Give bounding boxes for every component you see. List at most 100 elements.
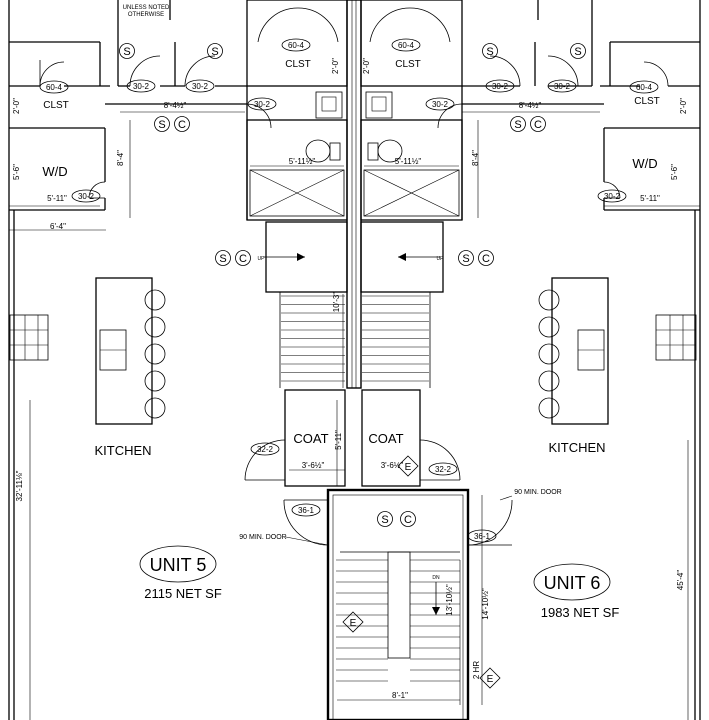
callouts: 90 MIN. DOOR 90 MIN. DOOR [239, 489, 562, 546]
co-symbol-8: C [482, 253, 490, 265]
unit-5-label: UNIT 5 2115 NET SF [139, 545, 222, 601]
smoke-symbol-8: S [462, 253, 469, 265]
dim-8-4h-right: 8'-4½" [519, 101, 542, 110]
dim-3-6h-right: 3'-6½" [381, 461, 404, 470]
dim-10-3: 10'-3" [332, 292, 341, 313]
coat-closets [244, 389, 461, 487]
dim-5-11-coat: 5'-11" [334, 430, 343, 450]
co-symbol-6: C [534, 119, 542, 131]
door-tag-clst-left: 60-4 [46, 83, 63, 92]
door-tag-1: 30-2 [133, 82, 150, 91]
co-symbol-3: C [178, 119, 186, 131]
dim-45-4: 45'-4" [676, 570, 685, 591]
door-tag-bath-right: 60-4 [398, 41, 415, 50]
dim-2hr: 2 HR [472, 661, 481, 679]
label-wd-right: W/D [632, 156, 657, 171]
left-upper-rooms [9, 0, 248, 211]
label-wd-left: W/D [42, 164, 67, 179]
smoke-symbol-2: S [211, 46, 218, 58]
dimension-lines [9, 111, 700, 720]
stair-treads [281, 295, 429, 382]
dim-8-4h-left: 8'-4½" [164, 101, 187, 110]
exit-symbol-1: E [405, 462, 412, 473]
door-tag-3: 30-2 [254, 100, 271, 109]
exterior-walls [8, 0, 701, 720]
door-tag-wd-right: 30-2 [604, 192, 621, 201]
label-coat-right: COAT [368, 431, 403, 446]
unit-6-name: UNIT 6 [544, 573, 601, 593]
exit-symbol-2: E [350, 618, 357, 629]
label-coat-left: COAT [293, 431, 328, 446]
dim-13-10: 13'-10½" [445, 584, 454, 616]
door-tag-coat-right: 32-2 [435, 465, 452, 474]
dim-6-4: 6'-4" [50, 222, 66, 231]
dim-2-0-right: 2'-0" [679, 98, 688, 114]
smoke-symbol-6: S [514, 119, 521, 131]
co-symbol-7: C [239, 253, 247, 265]
label-clst-1: CLST [43, 100, 69, 111]
dim-8-4-right: 8'-4" [471, 150, 480, 166]
stair-up-left: UP [258, 256, 266, 262]
exit-symbols: E E E [342, 455, 501, 689]
door-tag-stair-left: 36-1 [298, 506, 315, 515]
dim-8-4-left: 8'-4" [116, 150, 125, 166]
label-kitchen-right: KITCHEN [548, 440, 605, 455]
door-tag-bath-left: 60-4 [288, 41, 305, 50]
dim-2-0-left: 2'-0" [12, 98, 21, 114]
smoke-symbol-5: S [574, 46, 581, 58]
windows [9, 314, 697, 361]
door-tag-6: 30-2 [554, 82, 571, 91]
door-tag-4: 30-2 [432, 100, 449, 109]
kitchen-island-left [95, 277, 166, 425]
door-tag-2: 30-2 [192, 82, 209, 91]
label-clst-2: CLST [285, 59, 311, 70]
smoke-symbol-7: S [219, 253, 226, 265]
room-labels: UNLESS NOTED OTHERWISE CLST CLST CLST CL… [42, 5, 659, 458]
door-tag-clst-right: 60-4 [636, 83, 653, 92]
dim-2-0-bath-left: 2'-0" [331, 58, 340, 74]
dim-5-6-right: 5'-6" [670, 164, 679, 180]
smoke-symbol-4: S [486, 46, 493, 58]
dim-5-11h-left: 5'-11½" [289, 157, 316, 166]
label-kitchen-left: KITCHEN [94, 443, 151, 458]
min-door-callout-right: 90 MIN. DOOR [514, 489, 561, 496]
stair-arrows [264, 253, 440, 615]
egress-stair [283, 488, 513, 720]
smoke-symbol-3: S [158, 119, 165, 131]
smoke-symbol-1: S [123, 46, 130, 58]
door-tag-stair-right: 36-1 [474, 532, 491, 541]
smoke-detector-symbols: S S S C S S S C S C S C S C [119, 43, 586, 527]
label-clst-4: CLST [634, 96, 660, 107]
dim-5-11-right: 5'-11" [640, 194, 660, 203]
right-bath [360, 0, 463, 221]
dim-2-0-bath-right: 2'-0" [362, 58, 371, 74]
dim-5-11-left: 5'-11" [47, 194, 67, 203]
egress-treads [336, 559, 460, 682]
stair-dn: DN [432, 575, 440, 581]
exit-symbol-3: E [487, 674, 494, 685]
dimension-labels: 2'-0" 2'-0" 2'-0" 2'-0" 8'-4½" 8'-4½" 8'… [12, 58, 688, 700]
smoke-symbol-9: S [381, 514, 388, 526]
label-clst-3: CLST [395, 59, 421, 70]
stair-up-right: UP [437, 256, 445, 262]
kitchen-island-right [538, 277, 609, 425]
door-tag-5: 30-2 [492, 82, 509, 91]
unit-6-area: 1983 NET SF [541, 605, 620, 620]
note-top: UNLESS NOTED [123, 5, 170, 11]
door-tags: 60-4 30-2 30-2 60-4 30-2 30-2 60-4 30-2 … [39, 38, 659, 543]
unit-5-area: 2115 NET SF [144, 586, 222, 601]
unit-6-label: UNIT 6 1983 NET SF [533, 563, 620, 620]
note-top-2: OTHERWISE [128, 12, 164, 18]
dim-14-10: 14'-10½" [481, 588, 490, 620]
door-tag-wd-left: 30-2 [78, 192, 95, 201]
right-upper-rooms [461, 0, 700, 211]
min-door-callout-left: 90 MIN. DOOR [239, 534, 286, 541]
dim-5-11h-right: 5'-11½" [395, 157, 422, 166]
dim-5-6-left: 5'-6" [12, 164, 21, 180]
dim-32-11: 32'-11⅛" [15, 470, 24, 501]
unit-5-name: UNIT 5 [150, 555, 207, 575]
co-symbol-9: C [404, 514, 412, 526]
left-bath [246, 0, 348, 221]
dim-3-6h: 3'-6½" [302, 461, 325, 470]
